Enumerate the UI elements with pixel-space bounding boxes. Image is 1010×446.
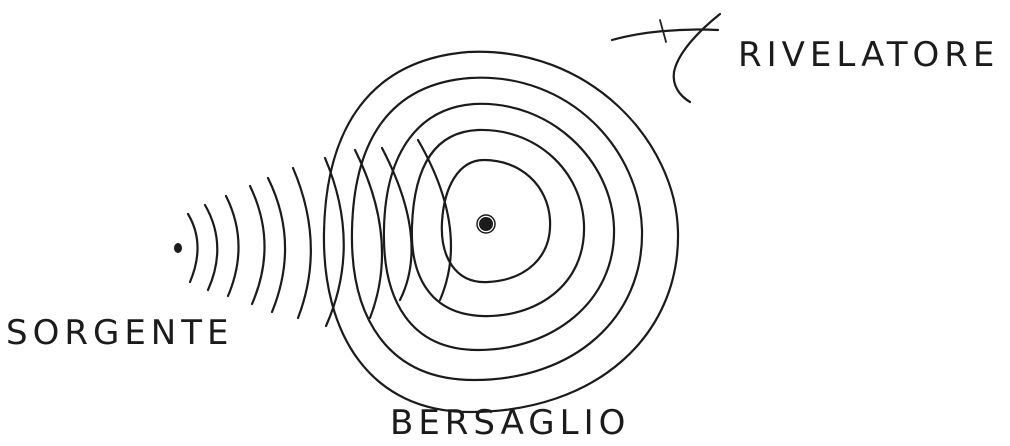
incident-wave-2	[205, 205, 217, 290]
incident-wave-6	[293, 168, 311, 318]
scattered-wave-1	[442, 160, 550, 282]
detector-label: RIVELATORE	[738, 35, 999, 75]
scattered-wave-4	[352, 78, 642, 380]
target-label: BERSAGLIO	[390, 403, 630, 443]
target-point-icon	[477, 215, 495, 233]
source-point-icon	[174, 243, 182, 253]
incident-wave-3	[226, 196, 239, 296]
incident-wave-4	[250, 186, 265, 304]
source-label: SORGENTE	[6, 313, 233, 353]
scattered-wavefronts	[324, 52, 678, 412]
incident-wave-9	[382, 148, 412, 300]
incident-wave-10	[418, 140, 451, 300]
incident-wave-5	[268, 178, 285, 312]
detector-icon	[612, 14, 720, 102]
scattered-wave-2	[412, 130, 584, 316]
incident-wave-1	[188, 214, 198, 282]
